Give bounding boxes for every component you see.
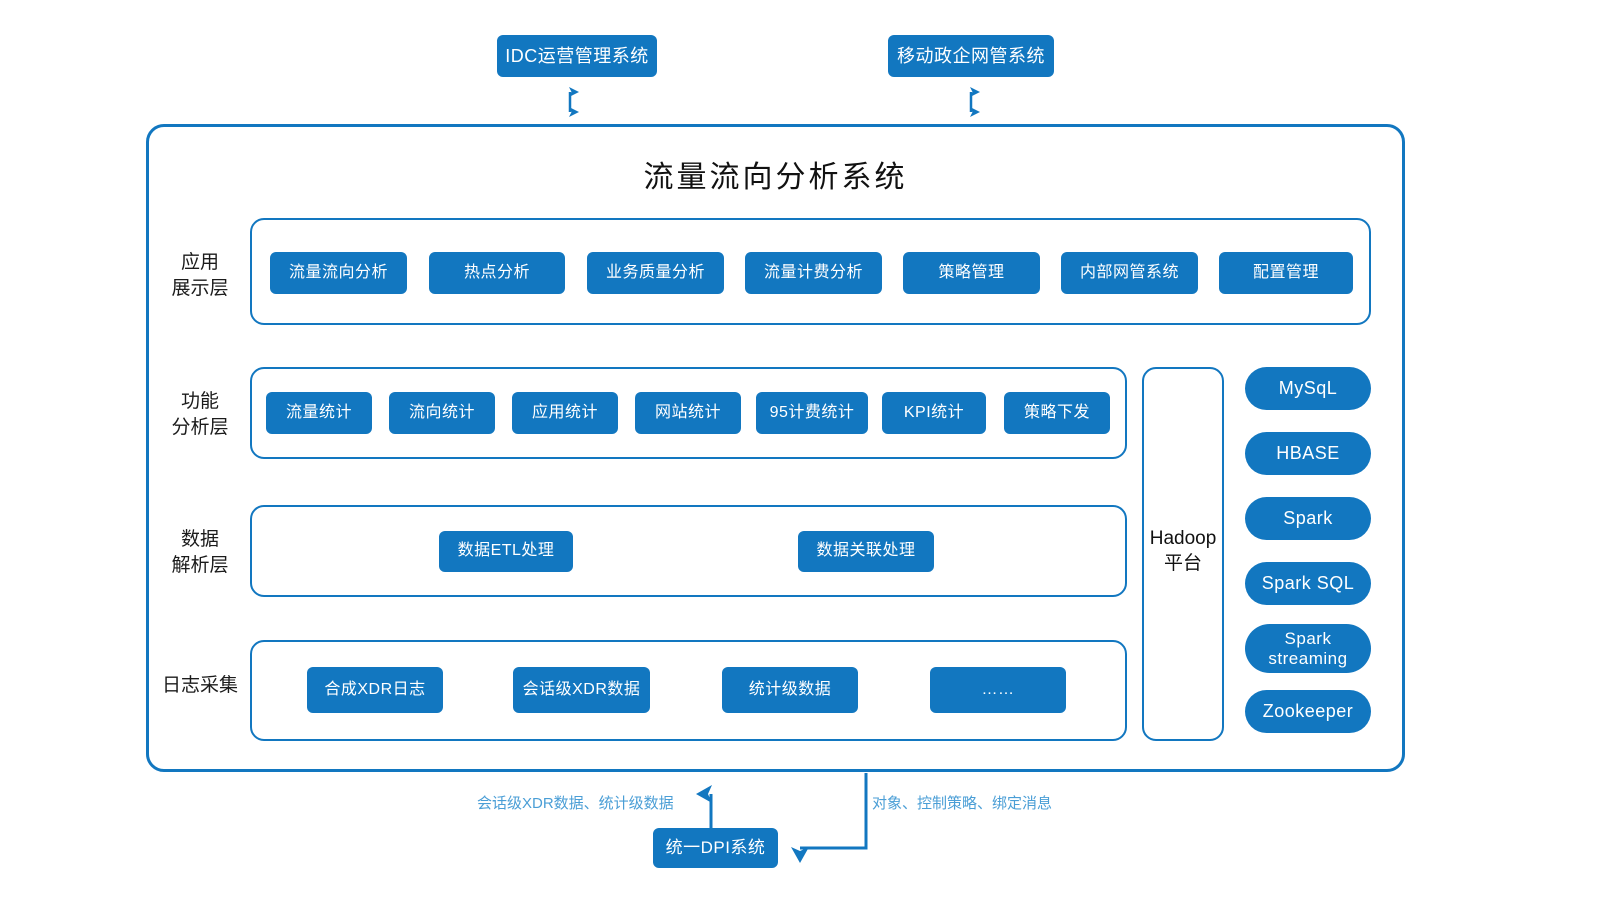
app-item-label: 流量计费分析 — [763, 263, 863, 281]
func-item-flow-direction-statistics[interactable]: 流向统计 — [389, 392, 495, 434]
app-item-label: 热点分析 — [463, 263, 530, 281]
app-item-label: 内部网管系统 — [1079, 263, 1179, 281]
app-item-configuration-management[interactable]: 配置管理 — [1219, 252, 1353, 294]
app-item-service-quality-analysis[interactable]: 业务质量分析 — [587, 252, 724, 294]
log-item-label: 统计级数据 — [748, 680, 832, 698]
app-item-label: 流量流向分析 — [288, 263, 388, 281]
app-item-label: 业务质量分析 — [605, 263, 705, 281]
func-item-website-statistics[interactable]: 网站统计 — [635, 392, 741, 434]
func-item-traffic-statistics[interactable]: 流量统计 — [266, 392, 372, 434]
external-system-mobile-nms-label: 移动政企网管系统 — [897, 45, 1045, 66]
tech-item-label: Spark streaming — [1268, 628, 1348, 668]
func-item-label: 流向统计 — [408, 403, 475, 421]
unified-dpi-system[interactable]: 统一DPI系统 — [653, 828, 778, 868]
app-item-label: 策略管理 — [938, 263, 1005, 281]
arrow-dpi-downstream — [791, 773, 868, 863]
hadoop-platform-box — [1142, 367, 1224, 741]
app-item-label: 配置管理 — [1252, 263, 1319, 281]
tech-item-hbase[interactable]: HBASE — [1245, 432, 1371, 475]
application-layer-box — [250, 218, 1371, 325]
flow-label-downstream: 对象、控制策略、绑定消息 — [872, 795, 1053, 812]
func-item-label: 应用统计 — [531, 403, 598, 421]
layer-label-data-parsing: 数据 解析层 — [171, 529, 229, 576]
app-item-traffic-flow-analysis[interactable]: 流量流向分析 — [270, 252, 407, 294]
tech-item-label: MySqL — [1278, 378, 1338, 399]
tech-item-spark[interactable]: Spark — [1245, 497, 1371, 540]
flow-label-upstream: 会话级XDR数据、统计级数据 — [477, 795, 674, 812]
data-parsing-layer-box — [250, 505, 1127, 597]
log-item-label: …… — [981, 680, 1015, 698]
tech-item-spark-streaming[interactable]: Spark streaming — [1245, 624, 1371, 673]
layer-label-application: 应用 展示层 — [171, 252, 229, 299]
tech-item-label: HBASE — [1276, 443, 1340, 464]
data-item-label: 数据ETL处理 — [457, 542, 555, 560]
tech-item-mysql[interactable]: MySqL — [1245, 367, 1371, 410]
func-item-label: KPI统计 — [903, 403, 965, 421]
external-system-mobile-nms[interactable]: 移动政企网管系统 — [888, 35, 1054, 77]
func-item-95-billing-statistics[interactable]: 95计费统计 — [756, 392, 868, 434]
tech-item-label: Spark SQL — [1261, 573, 1355, 594]
unified-dpi-system-label: 统一DPI系统 — [665, 838, 766, 858]
page-title: 流量流向分析系统 — [643, 161, 908, 194]
function-analysis-layer-box — [250, 367, 1127, 459]
tech-item-label: Zookeeper — [1262, 701, 1354, 722]
tech-item-label: Spark — [1283, 508, 1333, 529]
data-item-label: 数据关联处理 — [816, 542, 916, 560]
log-item-label: 合成XDR日志 — [324, 680, 426, 698]
data-item-etl-processing[interactable]: 数据ETL处理 — [439, 531, 573, 572]
log-item-session-xdr-data[interactable]: 会话级XDR数据 — [513, 667, 650, 713]
log-item-label: 会话级XDR数据 — [522, 680, 641, 698]
func-item-label: 95计费统计 — [769, 403, 855, 421]
log-item-ellipsis[interactable]: …… — [930, 667, 1066, 713]
func-item-label: 策略下发 — [1023, 403, 1090, 421]
external-system-idc-label: IDC运营管理系统 — [505, 45, 649, 66]
external-system-idc[interactable]: IDC运营管理系统 — [497, 35, 657, 77]
func-item-kpi-statistics[interactable]: KPI统计 — [882, 392, 986, 434]
app-item-hotspot-analysis[interactable]: 热点分析 — [429, 252, 565, 294]
app-item-traffic-billing-analysis[interactable]: 流量计费分析 — [745, 252, 882, 294]
func-item-label: 网站统计 — [654, 403, 721, 421]
tech-item-spark-sql[interactable]: Spark SQL — [1245, 562, 1371, 605]
func-item-label: 流量统计 — [285, 403, 352, 421]
log-item-synthesized-xdr-log[interactable]: 合成XDR日志 — [307, 667, 443, 713]
app-item-internal-nms[interactable]: 内部网管系统 — [1061, 252, 1198, 294]
log-item-statistical-data[interactable]: 统计级数据 — [722, 667, 858, 713]
func-item-application-statistics[interactable]: 应用统计 — [512, 392, 618, 434]
layer-label-log-collection: 日志采集 — [161, 675, 238, 696]
main-system-container — [146, 124, 1405, 772]
app-item-policy-management[interactable]: 策略管理 — [903, 252, 1040, 294]
tech-item-zookeeper[interactable]: Zookeeper — [1245, 690, 1371, 733]
func-item-policy-delivery[interactable]: 策略下发 — [1004, 392, 1110, 434]
layer-label-function-analysis: 功能 分析层 — [171, 391, 229, 438]
log-collection-layer-box — [250, 640, 1127, 741]
hadoop-platform-label: Hadoop 平台 — [1149, 528, 1217, 574]
data-item-correlation-processing[interactable]: 数据关联处理 — [798, 531, 934, 572]
